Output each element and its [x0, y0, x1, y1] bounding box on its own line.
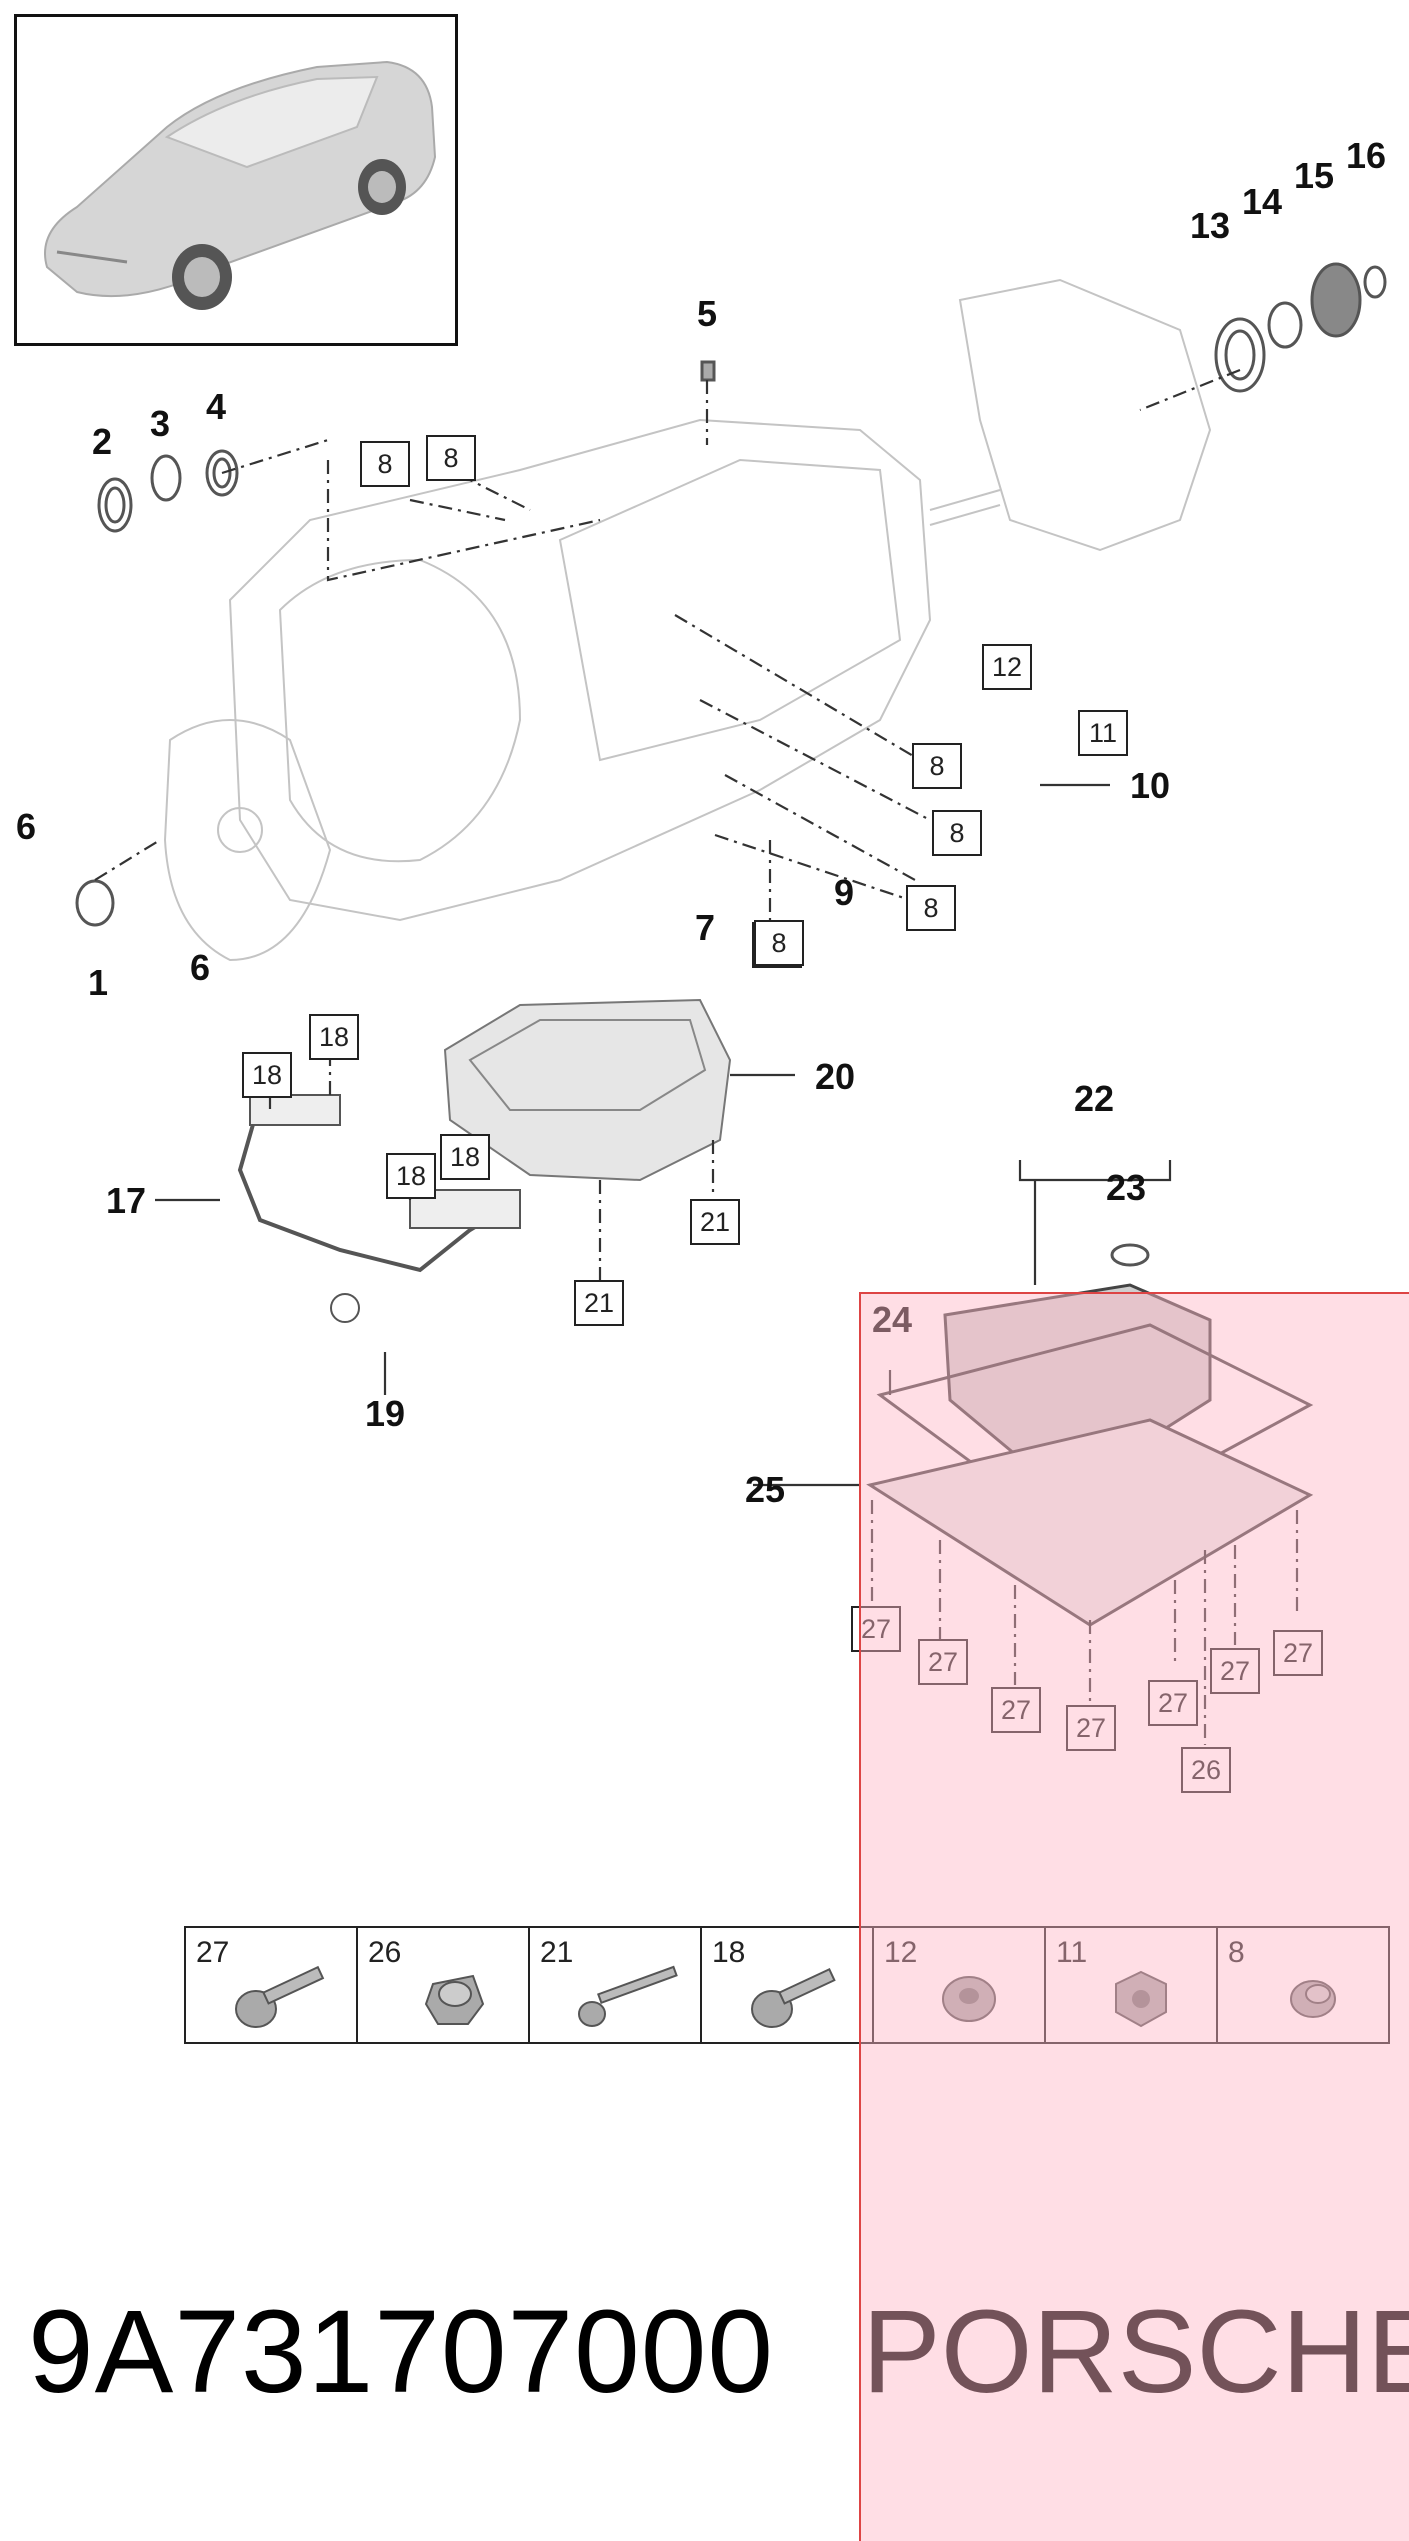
callout-22: 22 [1074, 1078, 1115, 1119]
bolt-icon [751, 1967, 836, 2028]
boxref-21: 21 [690, 1199, 740, 1245]
callout-6a: 6 [16, 806, 37, 847]
plug-icon [1290, 1980, 1336, 2018]
part-ref: 8 [1228, 1936, 1245, 1969]
callout-9: 9 [834, 872, 855, 913]
bolt-icon [235, 1965, 325, 2028]
brand-name: PORSCHE [862, 2286, 1409, 2418]
boxref-8-near-9: 8 [754, 920, 804, 966]
part-ref: 11 [1056, 1936, 1088, 1969]
boxref-27: 27 [1066, 1705, 1116, 1751]
plug-icon [424, 1974, 485, 2025]
callout-6b: 6 [190, 947, 211, 988]
parts-cell[interactable]: 26 [358, 1928, 530, 2042]
parts-cell[interactable]: 8 [1218, 1928, 1388, 2042]
boxref-27: 27 [851, 1606, 901, 1652]
part-ref: 27 [196, 1936, 230, 1969]
boxref-12: 12 [982, 644, 1032, 690]
boxref-27: 27 [1210, 1648, 1260, 1694]
part-ref: 18 [712, 1936, 746, 1969]
boxref-27: 27 [918, 1639, 968, 1685]
boxref-18: 18 [440, 1134, 490, 1180]
nut-icon [942, 1976, 996, 2022]
callout-1: 1 [88, 962, 109, 1003]
callout-13: 13 [1190, 205, 1231, 246]
parts-cell[interactable]: 18 [702, 1928, 874, 2042]
callout-5: 5 [697, 293, 718, 334]
boxref-27: 27 [1148, 1680, 1198, 1726]
boxref-18: 18 [386, 1153, 436, 1199]
callout-3: 3 [150, 403, 171, 444]
callout-19: 19 [365, 1393, 406, 1434]
boxref-8: 8 [360, 441, 410, 487]
car-image [44, 60, 437, 310]
parts-cell[interactable]: 12 [874, 1928, 1046, 2042]
boxref-18: 18 [309, 1014, 359, 1060]
boxref-8: 8 [932, 810, 982, 856]
long-bolt-icon [578, 1965, 678, 2027]
boxref-21: 21 [574, 1280, 624, 1326]
callout-2: 2 [92, 421, 113, 462]
callout-14: 14 [1242, 181, 1283, 222]
callout-16: 16 [1346, 135, 1387, 176]
boxref-8: 8 [426, 435, 476, 481]
boxref-8: 8 [912, 743, 962, 789]
part-ref: 12 [884, 1936, 918, 1969]
part-number: 9A731707000 [28, 2286, 774, 2418]
hex-nut-icon [1115, 1970, 1167, 2028]
callout-17: 17 [106, 1180, 147, 1221]
callout-15: 15 [1294, 155, 1335, 196]
boxref-27: 27 [1273, 1630, 1323, 1676]
parts-cell[interactable]: 27 [186, 1928, 358, 2042]
part-ref: 21 [540, 1936, 574, 1969]
part-ref: 26 [368, 1936, 402, 1969]
boxref-26: 26 [1181, 1747, 1231, 1793]
callout-24: 24 [872, 1299, 913, 1340]
callout-20: 20 [815, 1056, 856, 1097]
boxref-27: 27 [991, 1687, 1041, 1733]
boxref-11: 11 [1078, 710, 1128, 756]
parts-cell[interactable]: 21 [530, 1928, 702, 2042]
callout-10: 10 [1130, 765, 1171, 806]
callout-25: 25 [745, 1469, 786, 1510]
parts-cell[interactable]: 11 [1046, 1928, 1218, 2042]
callout-4: 4 [206, 386, 227, 427]
callout-7: 7 [695, 907, 716, 948]
boxref-18: 18 [242, 1052, 292, 1098]
parts-table: 27 26 21 18 12 11 8 [184, 1926, 1390, 2044]
vehicle-thumbnail [14, 14, 458, 346]
boxref-8: 8 [906, 885, 956, 931]
callout-23: 23 [1106, 1167, 1147, 1208]
boxref-label: 8 [771, 927, 787, 958]
